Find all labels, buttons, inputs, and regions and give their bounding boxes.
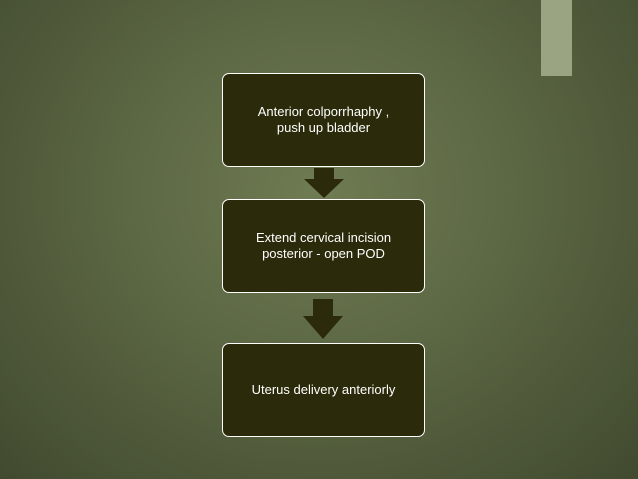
flow-step-3: Uterus delivery anteriorly	[222, 343, 425, 437]
flow-step-2-label: Extend cervical incision posterior - ope…	[255, 230, 392, 261]
corner-accent-tab	[541, 0, 572, 76]
flow-step-3-label: Uterus delivery anteriorly	[251, 382, 396, 397]
flow-step-1: Anterior colporrhaphy , push up bladder	[222, 73, 425, 167]
flow-step-2: Extend cervical incision posterior - ope…	[222, 199, 425, 293]
flow-step-1-label: Anterior colporrhaphy , push up bladder	[257, 104, 390, 135]
down-arrow-icon	[303, 299, 343, 339]
down-arrow-icon	[304, 168, 344, 198]
